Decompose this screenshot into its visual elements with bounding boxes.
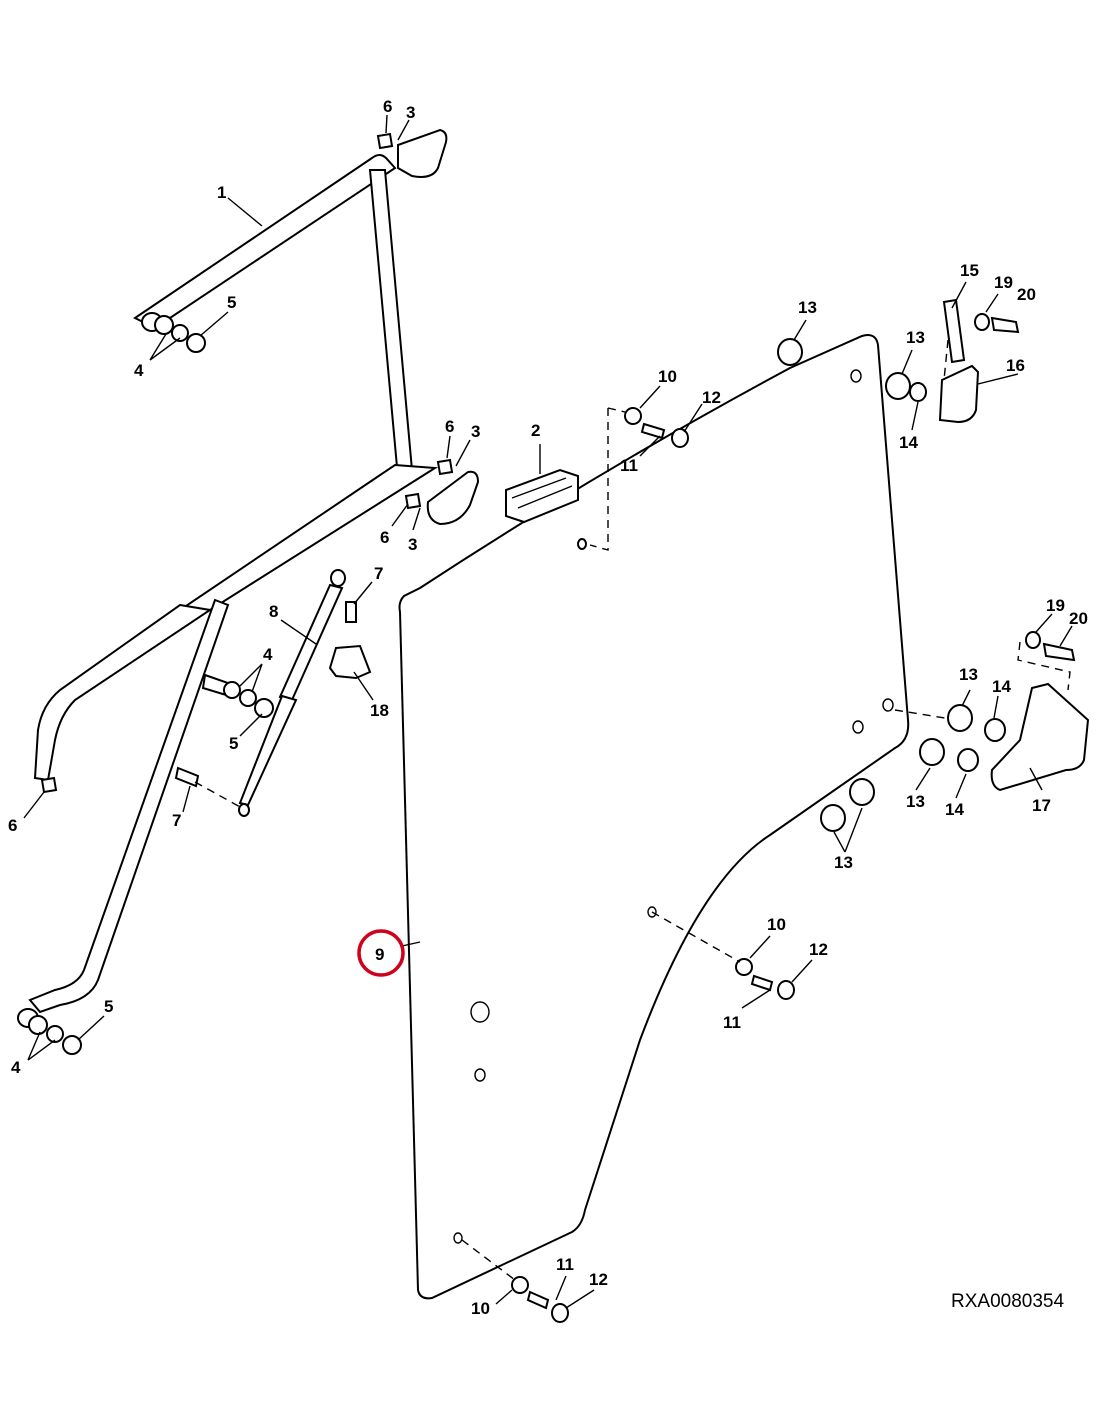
gas-strut[interactable] [238, 569, 346, 817]
bolt-20-top[interactable] [990, 316, 1020, 334]
assembly-lines [194, 339, 1071, 1281]
callout-11-top: 11 [620, 456, 638, 475]
callout-11-bottom: 11 [556, 1255, 574, 1274]
ball-stud-top[interactable] [345, 601, 357, 623]
washer-13-top[interactable] [777, 338, 803, 366]
callout-20-right: 20 [1069, 609, 1088, 628]
callout-10-mid: 10 [767, 915, 786, 934]
callout-6-low: 6 [380, 528, 389, 547]
fastener-set-mid[interactable] [735, 958, 795, 1000]
callout-13-bottom: 13 [834, 853, 853, 872]
callout-11-mid: 11 [723, 1013, 741, 1032]
glass-holes [453, 369, 894, 1244]
washer-13-right[interactable] [947, 704, 973, 732]
callout-6-top: 6 [383, 97, 392, 116]
callout-13-top: 13 [798, 298, 817, 317]
callout-20-top: 20 [1017, 285, 1036, 304]
washer-13-lower[interactable] [919, 738, 945, 766]
callout-19-top: 19 [994, 273, 1013, 292]
washers-low[interactable] [28, 1015, 82, 1055]
callout-16: 16 [1006, 356, 1025, 375]
hinge-bottom[interactable] [990, 682, 1090, 792]
callout-3-mid: 3 [471, 422, 480, 441]
callout-13-top-right: 13 [906, 328, 925, 347]
washer-19-right[interactable] [1025, 631, 1041, 649]
screws[interactable] [40, 132, 454, 794]
washer-19-top[interactable] [974, 313, 990, 331]
callout-9[interactable]: 9 [375, 945, 384, 964]
callout-18: 18 [370, 701, 389, 720]
callout-4-upper: 4 [134, 361, 144, 380]
callout-12-bottom: 12 [589, 1270, 608, 1289]
callout-14-lower: 14 [945, 800, 964, 819]
callout-13-right: 13 [959, 665, 978, 684]
callout-17: 17 [1032, 796, 1051, 815]
drawing-code: RXA0080354 [951, 1291, 1064, 1312]
callout-7-top: 7 [374, 564, 383, 583]
washer-14-top[interactable] [909, 382, 927, 402]
callout-14-right: 14 [992, 677, 1011, 696]
latch-block[interactable] [505, 468, 579, 524]
callout-3-top: 3 [406, 103, 415, 122]
washer-14-right[interactable] [984, 718, 1006, 742]
callout-6-mid: 6 [445, 417, 454, 436]
washers-upper[interactable] [154, 315, 206, 353]
callout-5-mid: 5 [229, 734, 238, 753]
washer-13-top-right[interactable] [885, 372, 911, 400]
callout-4-low: 4 [11, 1058, 21, 1077]
washer-14-lower[interactable] [957, 748, 979, 772]
handle-frame[interactable] [17, 154, 439, 1028]
callout-1: 1 [217, 183, 226, 202]
washers-mid[interactable] [201, 673, 274, 718]
door-glass-panel[interactable] [398, 334, 910, 1300]
callout-3-low: 3 [408, 535, 417, 554]
callout-15: 15 [960, 261, 979, 280]
hinge-cover-top[interactable] [938, 364, 980, 424]
fastener-set-top[interactable] [577, 407, 689, 550]
highlight-circle-part-9 [357, 929, 405, 977]
callout-14-top: 14 [899, 433, 918, 452]
callout-7-low: 7 [172, 811, 181, 830]
callout-8: 8 [269, 602, 278, 621]
fastener-set-bottom[interactable] [511, 1276, 569, 1323]
callout-4-mid: 4 [263, 645, 273, 664]
washer-13-bottom-a[interactable] [820, 804, 846, 832]
leader-lines [23, 114, 1073, 1309]
hinge-top[interactable] [942, 298, 966, 364]
callout-10-bottom: 10 [471, 1299, 490, 1318]
ball-stud-low[interactable] [174, 766, 200, 788]
callout-labels: 6 3 1 5 4 6 3 6 3 2 10 12 11 13 13 14 15… [8, 97, 1088, 1318]
callout-12-top: 12 [702, 388, 721, 407]
callout-6-left: 6 [8, 816, 17, 835]
callout-13-lower: 13 [906, 792, 925, 811]
callout-2: 2 [531, 421, 540, 440]
callout-5-upper: 5 [227, 293, 236, 312]
bolt-20-right[interactable] [1042, 642, 1076, 662]
callout-5-low: 5 [104, 997, 113, 1016]
washer-13-bottom-b[interactable] [849, 778, 875, 806]
bracket-top[interactable] [397, 128, 448, 178]
callout-12-mid: 12 [809, 940, 828, 959]
bracket-mid[interactable] [426, 470, 480, 526]
bumper-block[interactable] [328, 644, 372, 680]
callout-10-top: 10 [658, 367, 677, 386]
callout-19-right: 19 [1046, 596, 1065, 615]
